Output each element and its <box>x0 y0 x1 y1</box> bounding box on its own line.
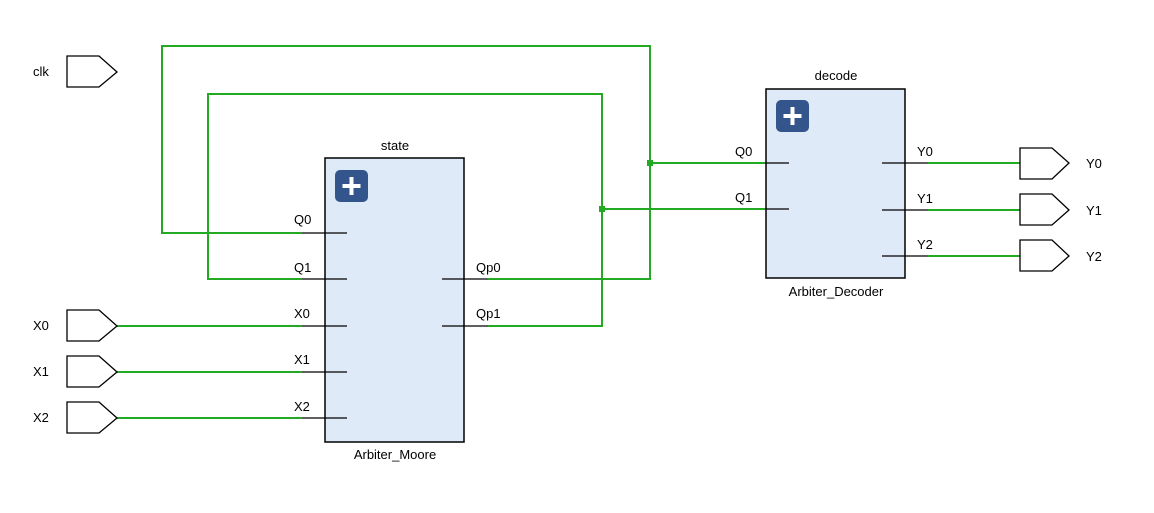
decode-expand-button[interactable] <box>776 100 809 132</box>
wire-qp1-feedback[interactable] <box>207 93 603 327</box>
port-label-x0: X0 <box>33 318 49 333</box>
input-port-x2[interactable] <box>66 401 118 434</box>
junction-dot <box>647 160 653 166</box>
port-label-clk: clk <box>33 64 49 79</box>
input-port-x1[interactable] <box>66 355 118 388</box>
state-pin-x1: X1 <box>294 352 310 367</box>
port-label-y2: Y2 <box>1086 249 1102 264</box>
port-label-y1: Y1 <box>1086 203 1102 218</box>
port-label-x1: X1 <box>33 364 49 379</box>
state-module-name: Arbiter_Moore <box>354 447 436 462</box>
decode-pin-y0: Y0 <box>917 144 933 159</box>
junction-dot <box>599 206 605 212</box>
decode-pin-q1: Q1 <box>735 190 752 205</box>
decode-module-name: Arbiter_Decoder <box>789 284 884 299</box>
wire-qp0-feedback[interactable] <box>161 45 651 280</box>
state-pin-qp0: Qp0 <box>476 260 501 275</box>
plus-icon <box>342 177 361 195</box>
decode-instance-name: decode <box>815 68 858 83</box>
output-port-y1[interactable] <box>1019 193 1070 226</box>
state-instance-name: state <box>381 138 409 153</box>
state-pin-q0: Q0 <box>294 212 311 227</box>
input-port-clk[interactable] <box>66 55 118 88</box>
input-ports: clk X0 X1 X2 <box>33 55 118 434</box>
state-block-body[interactable] <box>324 157 465 443</box>
state-pin-x0: X0 <box>294 306 310 321</box>
output-port-y0[interactable] <box>1019 147 1070 180</box>
decode-pin-y1: Y1 <box>917 191 933 206</box>
state-block[interactable]: state Q0 Q1 X0 X1 X2 Qp0 Qp1 Arbiter_Moo… <box>294 138 501 462</box>
decode-block[interactable]: decode Q0 Q1 Y0 Y1 Y2 Arbiter_Decoder <box>735 68 933 299</box>
state-pin-q1: Q1 <box>294 260 311 275</box>
state-expand-button[interactable] <box>335 170 368 202</box>
output-port-y2[interactable] <box>1019 239 1070 272</box>
output-ports: Y0 Y1 Y2 <box>1019 147 1102 272</box>
port-label-y0: Y0 <box>1086 156 1102 171</box>
plus-icon <box>783 107 802 125</box>
port-label-x2: X2 <box>33 410 49 425</box>
state-pin-qp1: Qp1 <box>476 306 501 321</box>
state-pin-x2: X2 <box>294 399 310 414</box>
decode-pin-y2: Y2 <box>917 237 933 252</box>
decode-pin-q0: Q0 <box>735 144 752 159</box>
input-port-x0[interactable] <box>66 309 118 342</box>
wires <box>117 45 1020 419</box>
